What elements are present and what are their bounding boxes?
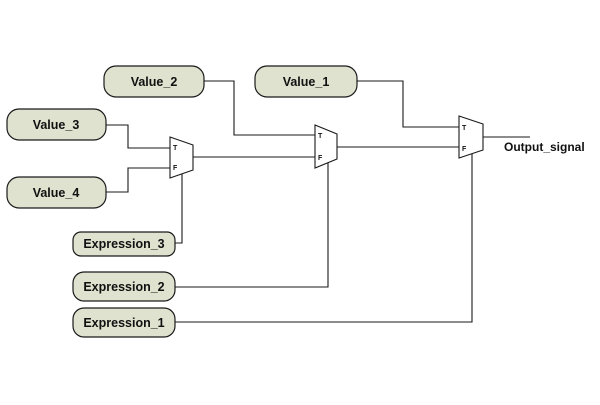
- connections: [106, 80, 530, 323]
- wire-value-1-to-switch-3-true: [357, 80, 459, 128]
- node-expression-1-box: [72, 307, 176, 338]
- node-expression-1: Expression_1: [72, 307, 176, 338]
- switch-1-true-port: T: [173, 145, 178, 152]
- node-expression-1-label: Expression_1: [83, 316, 164, 330]
- switch-1-body: [169, 136, 194, 179]
- node-value-1-box: [254, 65, 358, 98]
- switch-3-true-port: T: [462, 125, 467, 132]
- node-expression-2-box: [72, 271, 176, 302]
- node-value-4-label: Value_4: [33, 186, 80, 200]
- wire-expression-3-to-switch-1-control: [175, 171, 183, 244]
- node-value-1: Value_1: [254, 65, 358, 98]
- node-value-2-box: [103, 65, 205, 98]
- node-value-2: Value_2: [103, 65, 205, 98]
- switch-3-body: [458, 115, 484, 159]
- wire-value-4-to-switch-1-false: [106, 167, 170, 193]
- node-expression-3: Expression_3: [72, 231, 176, 257]
- node-value-2-label: Value_2: [131, 75, 178, 89]
- node-expression-3-box: [72, 231, 176, 257]
- switch-1: T F: [169, 136, 194, 179]
- node-expression-2: Expression_2: [72, 271, 176, 302]
- wire-value-3-to-switch-1-true: [106, 124, 170, 149]
- node-value-4-box: [6, 176, 107, 209]
- wire-value-2-to-switch-2-true: [204, 80, 315, 136]
- node-value-3: Value_3: [6, 108, 107, 141]
- switch-3: T F: [458, 115, 484, 159]
- wire-expression-1-to-switch-3-control: [175, 151, 473, 323]
- node-value-4: Value_4: [6, 176, 107, 209]
- switch-2-false-port: F: [318, 155, 323, 162]
- wire-expression-2-to-switch-2-control: [175, 161, 329, 288]
- switch-2-body: [314, 124, 338, 169]
- node-value-1-label: Value_1: [283, 75, 330, 89]
- output-signal-label: Output_signal: [504, 140, 585, 154]
- node-expression-3-label: Expression_3: [83, 237, 164, 251]
- switch-1-false-port: F: [173, 165, 178, 172]
- switch-2-true-port: T: [318, 133, 323, 140]
- switch-2: T F: [314, 124, 338, 169]
- node-value-3-box: [6, 108, 107, 141]
- node-value-3-label: Value_3: [33, 118, 80, 132]
- node-expression-2-label: Expression_2: [83, 280, 164, 294]
- switch-3-false-port: F: [462, 146, 467, 153]
